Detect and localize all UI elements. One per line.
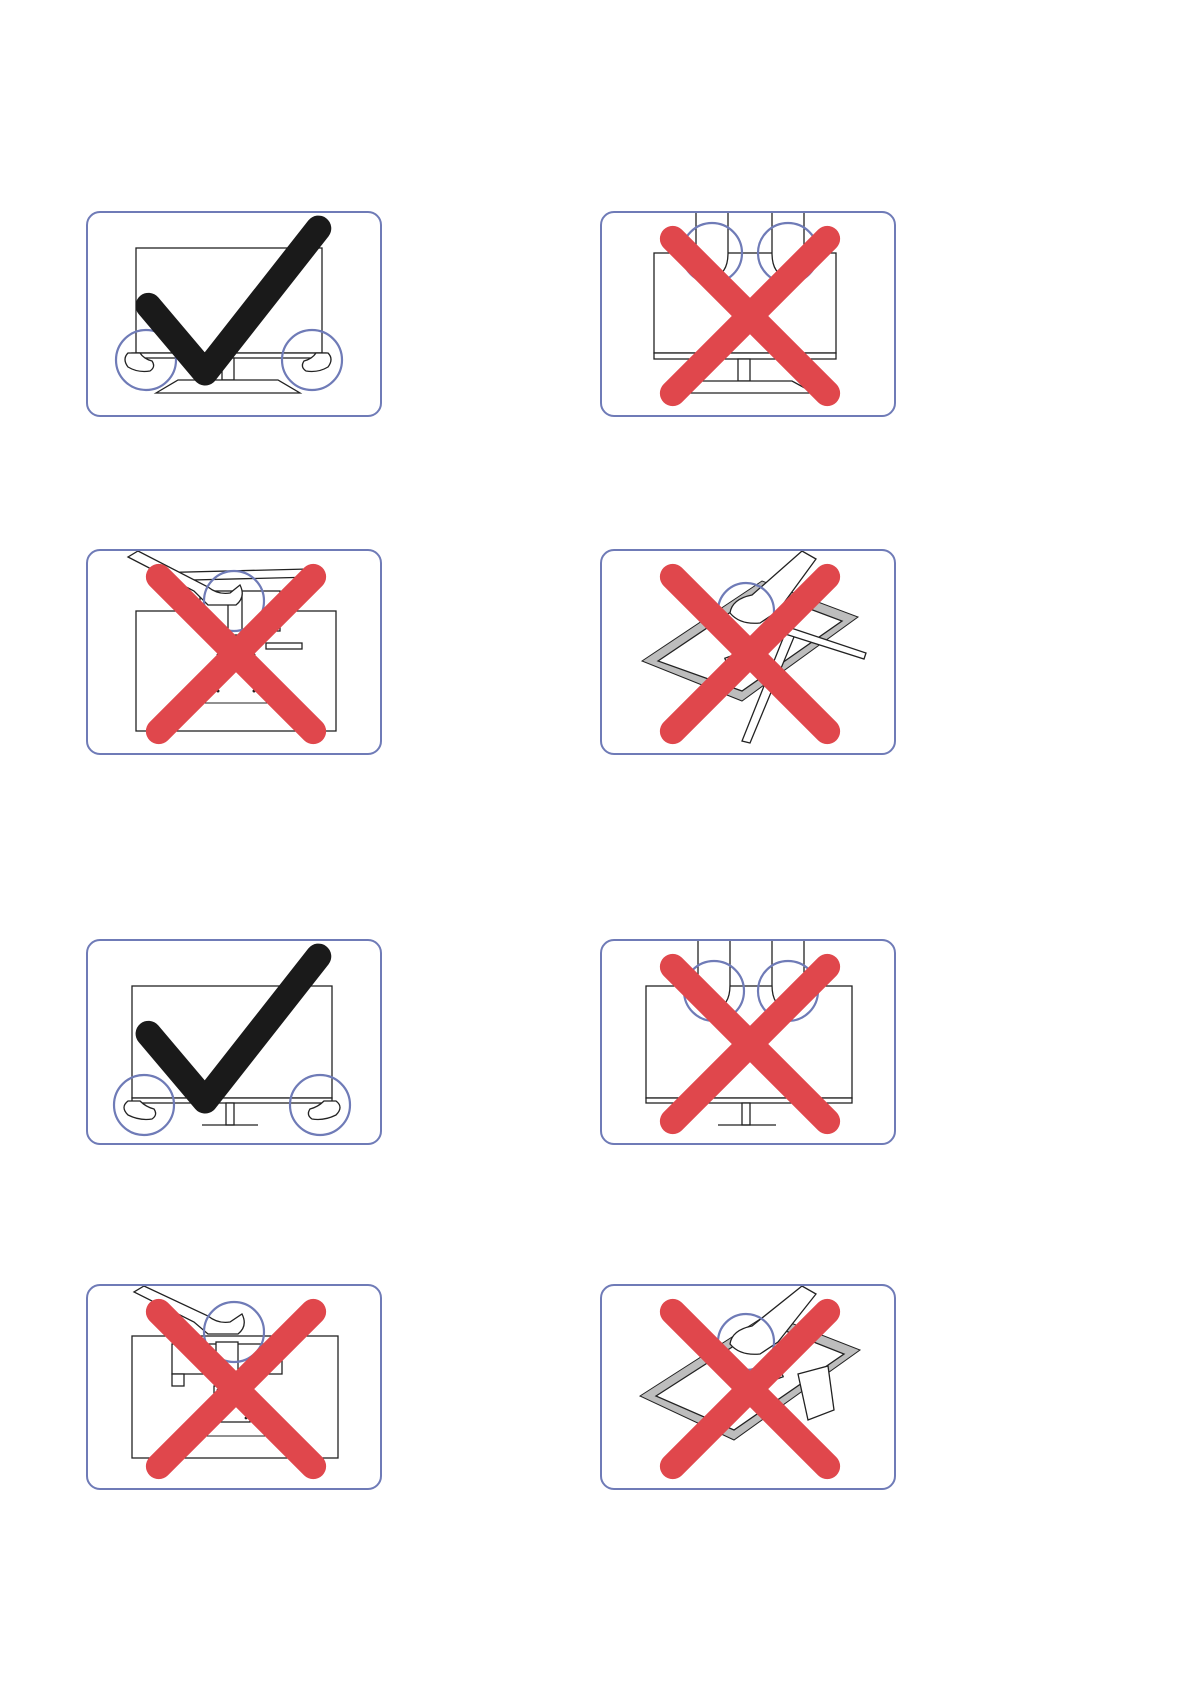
panel-incorrect-hold-stand-neck-rear-2 <box>86 1284 382 1490</box>
cross-icon <box>88 1286 382 1490</box>
cross-icon <box>602 213 896 417</box>
panel-incorrect-hold-stand-neck-rear <box>86 549 382 755</box>
checkmark-icon <box>88 213 382 417</box>
panel-incorrect-hold-top <box>600 939 896 1145</box>
panel-correct-hold-bottom <box>86 939 382 1145</box>
cross-icon <box>602 941 896 1145</box>
checkmark-icon <box>88 941 382 1145</box>
panel-incorrect-press-in-packaging <box>600 549 896 755</box>
panel-correct-hold-bottom-with-stand <box>86 211 382 417</box>
panel-incorrect-press-in-packaging-2 <box>600 1284 896 1490</box>
cross-icon <box>602 551 896 755</box>
panel-incorrect-hold-top-with-stand <box>600 211 896 417</box>
cross-icon <box>88 551 382 755</box>
cross-icon <box>602 1286 896 1490</box>
